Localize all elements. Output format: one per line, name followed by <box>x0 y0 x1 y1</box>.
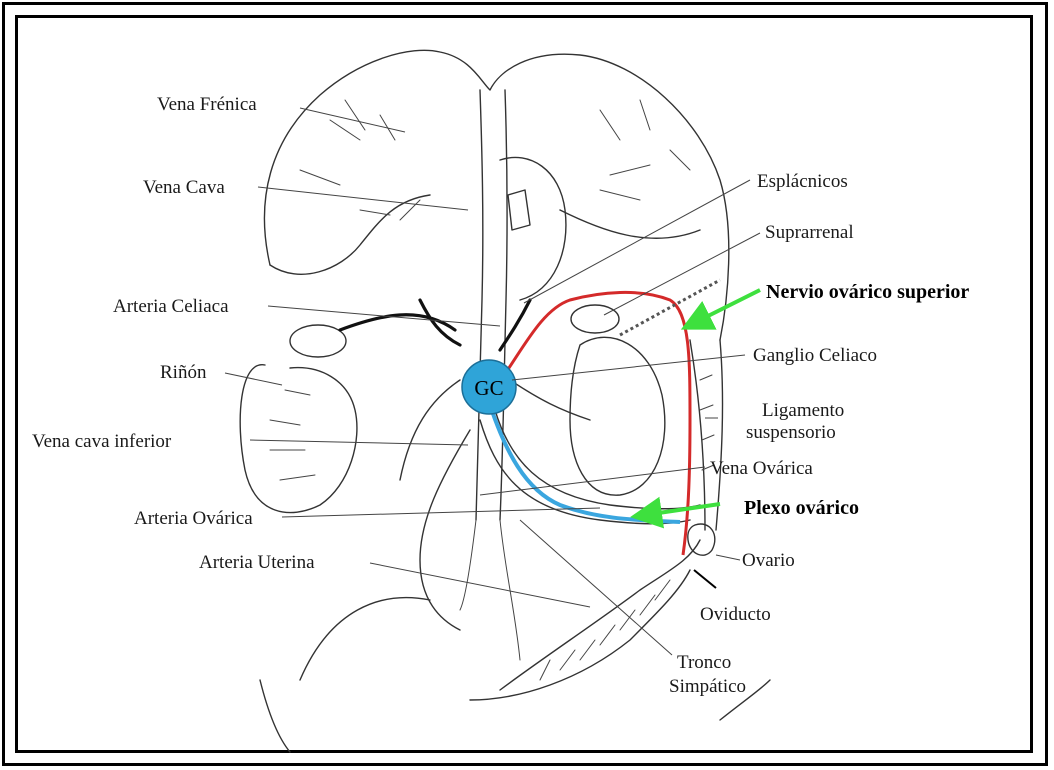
label-tronco-1: Tronco <box>677 652 731 673</box>
suspensory-ligament <box>690 340 723 530</box>
label-vena-cava: Vena Cava <box>143 177 225 198</box>
label-vena-cava-inferior: Vena cava inferior <box>32 431 172 452</box>
label-rinon: Riñón <box>160 362 207 383</box>
label-tronco-2: Simpático <box>669 676 746 697</box>
label-arteria-uterina: Arteria Uterina <box>199 552 315 573</box>
label-plexo-ovarico: Plexo ovárico <box>744 497 859 519</box>
label-vena-frenica: Vena Frénica <box>157 94 257 115</box>
label-oviducto: Oviducto <box>700 604 771 625</box>
label-vena-ovarica: Vena Ovárica <box>710 458 813 479</box>
nerve-hatch <box>620 280 720 335</box>
label-ligamento-1: Ligamento <box>762 400 844 421</box>
gc-label: GC <box>474 376 503 400</box>
uterus-oviduct <box>260 524 770 752</box>
label-ganglio-celiaco: Ganglio Celiaco <box>753 345 877 366</box>
stomach <box>500 157 566 300</box>
label-arteria-celiaca: Arteria Celiaca <box>113 296 229 317</box>
label-esplacnicos: Esplácnicos <box>757 171 848 192</box>
ovarian-plexus-nerve <box>490 405 680 522</box>
arrow-plexus <box>638 504 720 516</box>
label-ligamento-2: suspensorio <box>746 422 836 443</box>
label-ovario: Ovario <box>742 550 795 571</box>
label-nervio-ovarico-superior: Nervio ovárico superior <box>766 281 969 303</box>
oviduct-pointer <box>694 570 716 588</box>
kidney-left <box>240 325 357 513</box>
label-suprarrenal: Suprarrenal <box>765 222 854 243</box>
kidney-right <box>570 305 665 495</box>
label-arteria-ovarica: Arteria Ovárica <box>134 508 253 529</box>
celiac-ganglion-marker: GC <box>462 360 516 414</box>
